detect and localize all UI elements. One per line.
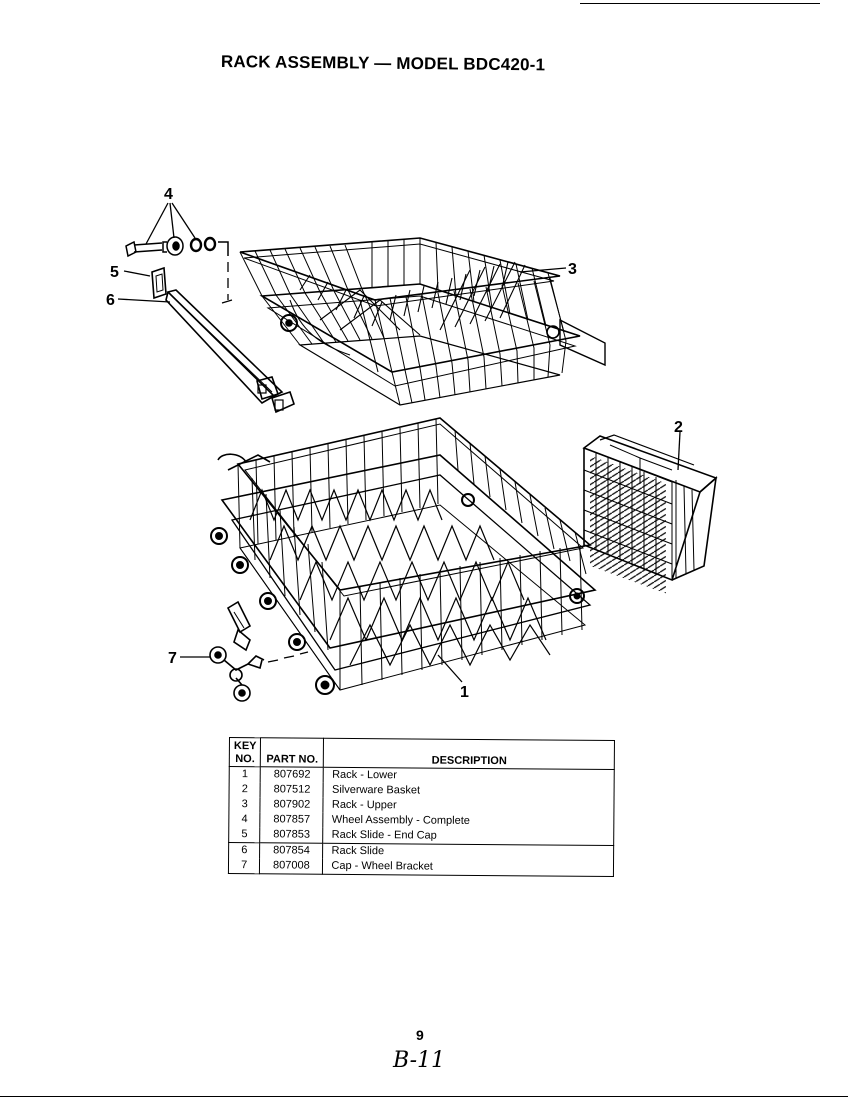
callout-3: 3 (568, 261, 577, 278)
callout-leaders (117, 202, 681, 683)
handwritten-page-reference: B-11 (393, 1048, 446, 1073)
table-row: 7 807008 Cap - Wheel Bracket (228, 858, 614, 877)
page-number: 9 (416, 1027, 424, 1043)
row-key: 1 (229, 766, 261, 783)
row-key: 3 (228, 797, 261, 813)
row-description: Cap - Wheel Bracket (322, 858, 614, 877)
callout-6: 6 (106, 292, 115, 309)
row-part-number: 807902 (260, 797, 324, 813)
silverware-basket-drawing (582, 434, 718, 594)
wheel-bracket-cap-drawing (209, 600, 265, 702)
row-part-number: 807853 (260, 827, 324, 844)
row-part-number: 807857 (260, 812, 324, 828)
row-key: 6 (228, 842, 261, 859)
callout-1: 1 (460, 684, 469, 701)
rack-slide-drawing (165, 289, 295, 414)
parts-table-header-row: KEY NO. PART NO. DESCRIPTION (229, 737, 615, 770)
row-key: 4 (228, 812, 261, 828)
upper-rack-drawing (239, 237, 606, 406)
parts-list-table: KEY NO. PART NO. DESCRIPTION 1 807692 Ra… (228, 737, 615, 877)
rack-slide-end-cap-drawing (151, 266, 167, 300)
lower-rack-drawing (210, 417, 597, 695)
row-part-number: 807512 (260, 782, 324, 798)
row-key: 5 (228, 827, 261, 843)
header-key-no: KEY NO. (229, 737, 261, 767)
row-key: 2 (229, 782, 261, 798)
row-key: 7 (228, 858, 260, 874)
header-description: DESCRIPTION (323, 738, 615, 770)
bottom-rule (0, 1096, 848, 1097)
header-part-no: PART NO. (260, 737, 324, 768)
row-part-number: 807692 (260, 766, 324, 783)
row-part-number: 807854 (259, 842, 324, 859)
row-description: Rack Slide - End Cap (323, 827, 615, 846)
callout-4: 4 (164, 186, 173, 203)
top-rule (580, 3, 820, 4)
callout-7: 7 (168, 650, 177, 667)
row-part-number: 807008 (259, 858, 323, 875)
callout-2: 2 (674, 419, 683, 436)
wheel-assembly-exploded-drawing (125, 236, 233, 304)
callout-5: 5 (110, 264, 119, 281)
